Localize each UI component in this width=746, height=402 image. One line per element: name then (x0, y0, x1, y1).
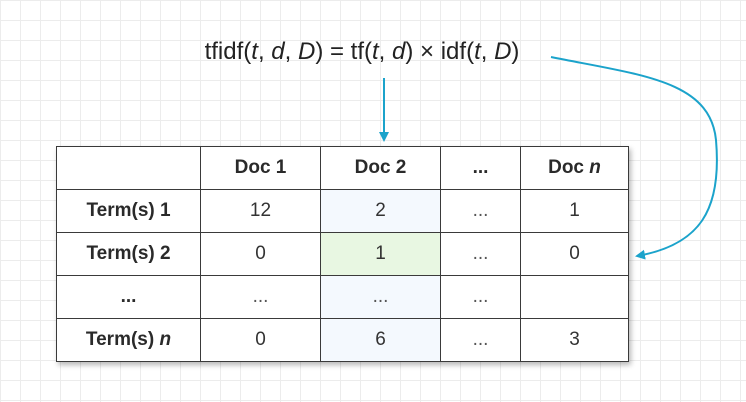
table-header-row: Doc 1 Doc 2 ... Doc n (56, 146, 629, 190)
formula-text: tfidf( (204, 38, 252, 65)
formula-text: ) = tf( (315, 38, 372, 65)
row-label: Term(s) 1 (56, 189, 201, 233)
table-cell: ... (200, 275, 321, 319)
table-row: Term(s) 2 0 1 ... 0 (56, 232, 629, 276)
row-label-text: Term(s) 1 (86, 200, 171, 221)
row-label: Term(s) n (56, 318, 201, 362)
tf-matrix-table: Doc 1 Doc 2 ... Doc n Term(s) 1 12 2 ...… (56, 146, 629, 362)
table-row: Term(s) n 0 6 ... 3 (56, 318, 629, 362)
formula-var-D: D (494, 38, 512, 65)
row-label-text: Term(s) (85, 329, 160, 350)
table-cell: ... (440, 232, 521, 276)
table-cell: 0 (200, 232, 321, 276)
formula-text: ) (511, 38, 520, 65)
table-cell: 3 (520, 318, 629, 362)
table-cell: 2 (320, 189, 441, 233)
formula-var-t: t (372, 38, 379, 65)
table-cell: 1 (520, 189, 629, 233)
tfidf-formula: tfidf(t, d, D) = tf(t, d) × idf(t, D) (0, 38, 724, 66)
table-row: Term(s) 1 12 2 ... 1 (56, 189, 629, 233)
formula-text: , (257, 38, 272, 65)
table-cell (520, 275, 629, 319)
table-cell: ... (320, 275, 441, 319)
header-cell-doc-n: Doc n (520, 146, 629, 190)
idf-arrow (550, 56, 718, 260)
formula-text: , (480, 38, 495, 65)
row-label-text: Term(s) 2 (86, 243, 171, 264)
header-cell-doc1: Doc 1 (200, 146, 321, 190)
formula-text: ) × idf( (405, 38, 475, 65)
header-cell-doc2: Doc 2 (320, 146, 441, 190)
table-cell: 12 (200, 189, 321, 233)
row-label: Term(s) 2 (56, 232, 201, 276)
formula-var-D: D (297, 38, 316, 65)
formula-var-d: d (392, 38, 406, 65)
formula-var-t: t (474, 38, 481, 65)
row-label: ... (56, 275, 201, 319)
table-cell: 0 (520, 232, 629, 276)
formula-text: , (284, 38, 298, 65)
table-cell: ... (440, 189, 521, 233)
formula-text: , (378, 38, 393, 65)
formula-var-d: d (271, 38, 285, 65)
table-cell: 0 (200, 318, 321, 362)
table-row: ... ... ... ... (56, 275, 629, 319)
formula-var-t: t (251, 38, 258, 65)
header-cell-doc-n-var: n (589, 157, 601, 178)
table-cell: ... (440, 275, 521, 319)
header-cell-ellipsis: ... (440, 146, 521, 190)
header-corner-cell (56, 146, 201, 190)
row-label-var: n (159, 329, 172, 350)
table-cell: 6 (320, 318, 441, 362)
header-cell-doc-n-text: Doc (548, 157, 590, 178)
highlighted-cell: 1 (320, 232, 441, 276)
table-cell: ... (440, 318, 521, 362)
row-label-text: ... (120, 286, 137, 307)
